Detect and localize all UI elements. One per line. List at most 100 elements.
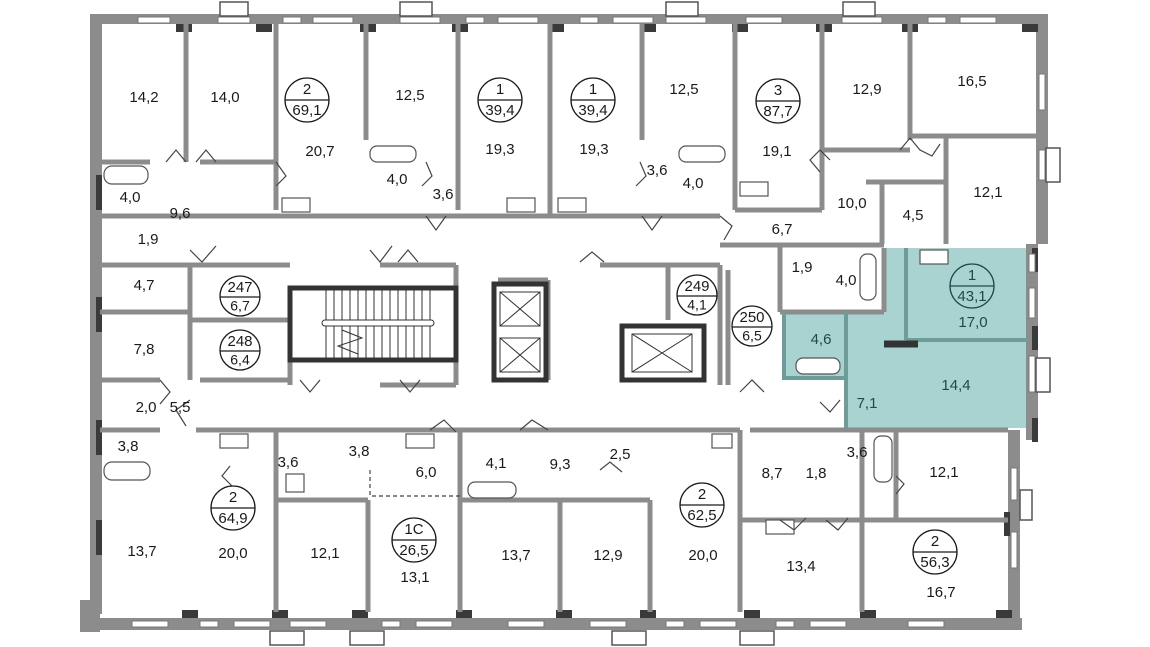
apartment-rooms: 1 [589,81,597,98]
storage-number: 247 [227,279,252,296]
room-area: 14,0 [210,89,239,106]
room-area: 4,0 [120,189,141,206]
dashed-partition [369,470,460,497]
room-area: 13,4 [786,558,815,575]
apartment-badge[interactable]: 2 64,9 [210,485,256,531]
storage-badge[interactable]: 247 6,7 [219,275,261,317]
apartment-badge[interactable]: 1 39,4 [570,77,616,123]
doors [159,137,941,531]
room-labels: 14,2 14,0 20,7 4,0 9,6 1,9 4,7 7,8 2,0 5… [118,73,1003,601]
apartment-area: 69,1 [292,102,321,119]
room-area: 4,0 [387,171,408,188]
room-area: 4,1 [486,455,507,472]
apartment-area: 39,4 [485,102,514,119]
apartment-rooms: 1 [968,267,976,284]
room-area: 14,2 [129,89,158,106]
room-area: 19,1 [762,143,791,160]
room-area: 20,0 [688,547,717,564]
room-area: 13,7 [501,547,530,564]
storage-area: 4,1 [687,297,707,313]
room-area: 3,6 [278,454,299,471]
room-area: 3,6 [847,444,868,461]
room-area: 2,5 [610,446,631,463]
apartment-badge[interactable]: 2 56,3 [912,529,958,575]
storage-badge[interactable]: 248 6,4 [219,329,261,371]
room-area: 12,1 [929,464,958,481]
windows-bottom [131,620,945,646]
room-area: 3,8 [118,438,139,455]
apartment-rooms: 1 [496,81,504,98]
room-area: 12,1 [973,184,1002,201]
room-area: 19,3 [579,141,608,158]
staircase [287,285,459,363]
apartment-rooms: 3 [774,82,782,99]
apartment-badge[interactable]: 3 87,7 [755,78,801,124]
apartment-area: 43,1 [957,288,986,305]
room-area: 16,5 [957,73,986,90]
room-area: 13,1 [400,569,429,586]
apartment-badge[interactable]: 2 69,1 [284,77,330,123]
apartment-badge-selected[interactable]: 1 43,1 [949,263,995,309]
storage-number: 249 [684,278,709,295]
apartment-rooms: 1С [404,521,423,538]
room-area: 6,7 [772,221,793,238]
room-area: 7,1 [857,395,878,412]
elevators [491,281,707,383]
room-area: 12,5 [395,87,424,104]
room-area: 12,9 [852,81,881,98]
apartment-area: 26,5 [399,542,428,559]
storage-badge[interactable]: 250 6,5 [731,305,773,347]
room-area: 14,4 [941,377,970,394]
room-area: 20,0 [218,545,247,562]
room-area: 1,9 [792,259,813,276]
apartment-rooms: 2 [698,486,706,503]
storage-area: 6,7 [230,298,250,314]
apartment-area: 87,7 [763,103,792,120]
windows-top [137,1,997,24]
room-area: 9,6 [170,205,191,222]
room-area: 12,5 [669,81,698,98]
apartment-rooms: 2 [229,489,237,506]
room-area: 10,0 [837,195,866,212]
room-area: 4,0 [683,175,704,192]
room-area: 8,7 [762,465,783,482]
room-area: 9,3 [550,456,571,473]
room-area: 4,0 [836,272,857,289]
apartment-area: 62,5 [687,507,716,524]
room-area: 19,3 [485,141,514,158]
room-area: 3,6 [647,162,668,179]
room-area: 16,7 [926,584,955,601]
room-area: 2,0 [136,399,157,416]
storage-number: 250 [739,309,764,326]
room-area: 4,7 [134,277,155,294]
room-area: 12,9 [593,547,622,564]
room-area: 3,6 [433,186,454,203]
windows-right [1010,73,1061,569]
apartment-area: 39,4 [578,102,607,119]
apartment-area: 56,3 [920,554,949,571]
room-area: 7,8 [134,341,155,358]
apartment-rooms: 2 [931,533,939,550]
storage-area: 6,4 [230,352,250,368]
room-area: 1,8 [806,465,827,482]
room-area: 4,5 [903,207,924,224]
storage-area: 6,5 [742,328,762,344]
apartment-badge[interactable]: 1С 26,5 [391,517,437,563]
room-area: 17,0 [958,314,987,331]
room-area: 1,9 [138,231,159,248]
room-area: 5,5 [170,399,191,416]
bathroom-fixtures [103,145,949,535]
apartment-area: 64,9 [218,510,247,527]
room-area: 13,7 [127,543,156,560]
storage-number: 248 [227,333,252,350]
storage-badge[interactable]: 249 4,1 [676,274,718,316]
apartment-badge[interactable]: 2 62,5 [679,482,725,528]
room-area: 3,8 [349,443,370,460]
apartment-badge[interactable]: 1 39,4 [477,77,523,123]
room-area: 20,7 [305,143,334,160]
room-area: 12,1 [310,545,339,562]
room-area: 6,0 [416,464,437,481]
apartment-rooms: 2 [303,81,311,98]
room-area: 4,6 [811,331,832,348]
